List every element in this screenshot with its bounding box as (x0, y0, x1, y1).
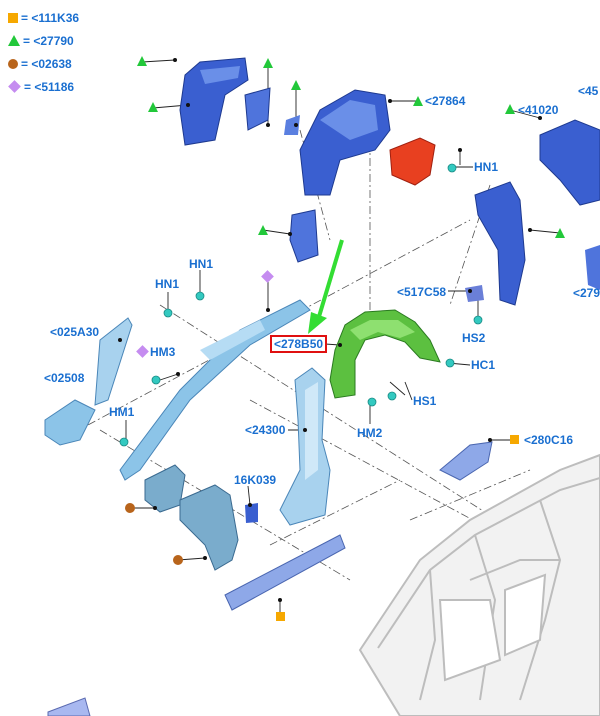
legend-text: = <27790 (23, 33, 74, 48)
upper-pillar-part (179, 57, 271, 146)
legend-item-square: = <111K36 (8, 6, 79, 29)
wheel-liner-part (329, 309, 441, 399)
part-label-025a30[interactable]: <025A30 (50, 325, 100, 339)
diamond-markers (136, 270, 274, 358)
part-label-hs2[interactable]: HS2 (462, 331, 486, 345)
part-label-278b50-highlighted[interactable]: <278B50 (270, 335, 328, 353)
fastener-markers (119, 163, 483, 447)
diamond-marker-icon (8, 80, 21, 93)
part-label-24300[interactable]: <24300 (245, 423, 286, 437)
triangle-marker-icon (8, 35, 20, 46)
part-label-517c58[interactable]: <517C58 (397, 285, 447, 299)
square-markers (276, 435, 519, 621)
bottom-fragment-part (47, 697, 91, 716)
part-label-hs1[interactable]: HS1 (413, 394, 437, 408)
legend-item-triangle: = <27790 (8, 29, 79, 52)
legend: = <111K36 = <27790 = <02638 = <51186 (8, 6, 79, 98)
roof-rail-part (44, 299, 311, 481)
square-marker-icon (8, 12, 18, 23)
part-label-45[interactable]: <45 (578, 84, 599, 98)
part-label-hm1[interactable]: HM1 (109, 405, 135, 419)
legend-text: = <111K36 (21, 10, 80, 25)
part-label-41020[interactable]: <41020 (518, 103, 559, 117)
legend-item-circle: = <02638 (8, 52, 79, 75)
part-label-16k039[interactable]: 16K039 (234, 473, 277, 487)
part-label-hn1-right[interactable]: HN1 (474, 160, 499, 174)
leader-lines (107, 59, 561, 615)
part-label-hm2[interactable]: HM2 (357, 426, 383, 440)
part-label-hn1-left[interactable]: HN1 (155, 277, 180, 291)
part-label-280c16[interactable]: <280C16 (524, 433, 574, 447)
legend-item-diamond: = <51186 (8, 75, 79, 98)
circle-marker-icon (8, 58, 18, 69)
part-label-hm3[interactable]: HM3 (150, 345, 176, 359)
a-pillar-lower-part (144, 464, 258, 571)
right-pillar-part (465, 119, 600, 306)
part-label-hn1-mid[interactable]: HN1 (189, 257, 214, 271)
bracket-280c16-part (439, 441, 493, 481)
highlight-arrow (308, 239, 344, 334)
circle-markers (125, 503, 183, 565)
wheelhouse-outer-part (284, 89, 391, 263)
triangle-markers (137, 56, 565, 238)
part-label-27864[interactable]: <27864 (425, 94, 466, 108)
red-bracket-part (389, 137, 436, 186)
rocker-sill-part (224, 534, 346, 611)
part-label-02508[interactable]: <02508 (44, 371, 85, 385)
b-pillar-part (279, 367, 331, 526)
part-label-hc1[interactable]: HC1 (471, 358, 496, 372)
leader-dots (118, 58, 542, 602)
body-side-panel (358, 453, 600, 716)
legend-text: = <51186 (24, 79, 75, 94)
legend-text: = <02638 (21, 56, 72, 71)
part-label-279[interactable]: <279 (573, 286, 600, 300)
